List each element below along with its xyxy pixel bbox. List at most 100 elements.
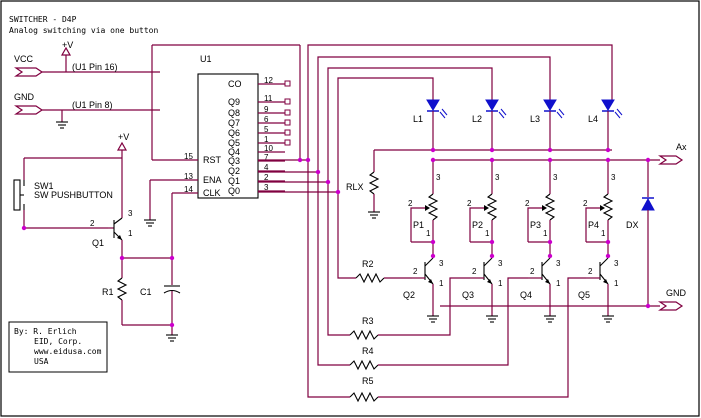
junction-dot <box>605 157 611 163</box>
q3-pin-b: 2 <box>472 267 477 276</box>
u1-out-q8: Q8 <box>228 108 240 118</box>
u1-in-clk: CLK <box>203 188 221 198</box>
q1-pin-b: 2 <box>90 219 95 228</box>
junction-dot <box>605 239 611 245</box>
pot-4-pin-top: 3 <box>611 173 616 182</box>
junction-dot <box>547 147 553 153</box>
q4-label: Q4 <box>520 290 532 300</box>
led-feed-wires <box>258 44 613 193</box>
q2-pin-c: 3 <box>439 259 444 268</box>
junction-dot <box>169 255 175 261</box>
q2-pin-e: 1 <box>439 279 444 288</box>
q3-pin-c: 3 <box>498 259 503 268</box>
junction-dot <box>297 157 303 163</box>
u1-pin-9: 9 <box>264 105 269 114</box>
r3-resistor: R3 <box>349 277 470 341</box>
junction-dot <box>430 239 436 245</box>
junction-dot <box>305 157 311 163</box>
vcc-vplus-label: +V <box>62 40 73 50</box>
q5-pin-c: 3 <box>614 259 619 268</box>
credits-website: www.eidusa.com <box>34 347 102 356</box>
pot-1-pin-top: 3 <box>436 173 441 182</box>
u1-out-q2: Q2 <box>228 166 240 176</box>
junction-dot <box>547 253 553 259</box>
r1-label: R1 <box>102 287 114 297</box>
led-l3: L3 <box>530 99 565 150</box>
gnd-out-label: GND <box>666 288 687 298</box>
u1-out-q3: Q3 <box>228 156 240 166</box>
q4-pin-e: 1 <box>556 279 561 288</box>
junction-dot <box>645 303 651 309</box>
q5-pin-e: 1 <box>614 279 619 288</box>
credits-company: EID, Corp. <box>34 337 82 346</box>
u1-pin-3: 3 <box>264 183 269 192</box>
diagram-title: SWITCHER - D4P <box>9 15 77 24</box>
u1-out-q5: Q5 <box>228 138 240 148</box>
junction-dot <box>645 157 651 163</box>
junction-dot <box>605 147 611 153</box>
gnd-label: GND <box>14 92 35 102</box>
pot-4-label: P4 <box>588 220 599 230</box>
pot-3-label: P3 <box>530 220 541 230</box>
u1-pin-4: 4 <box>264 163 269 172</box>
q5-label: Q5 <box>578 290 590 300</box>
ax-output: Ax <box>658 142 687 165</box>
rlx-label: RLX <box>346 182 364 192</box>
junction-dot <box>430 253 436 259</box>
r1-resistor: R1 <box>102 277 128 325</box>
u1-pin-7: 7 <box>264 153 269 162</box>
u1-pin-14: 14 <box>184 185 193 194</box>
led-3-label: L3 <box>530 114 540 124</box>
u1-out-q6: Q6 <box>228 128 240 138</box>
rlx-resistor: RLX <box>346 150 380 219</box>
led-2-label: L2 <box>472 114 482 124</box>
junction-dot <box>547 157 553 163</box>
pot-2-pin-wiper: 2 <box>467 199 472 208</box>
q1-vplus: +V <box>116 132 129 218</box>
pot-1-label: P1 <box>413 220 424 230</box>
transistor-q3: 2 3 1Q3 <box>462 256 503 323</box>
junction-dot <box>605 253 611 259</box>
u1-out-q7: Q7 <box>228 118 240 128</box>
q1-pin-c: 3 <box>128 209 133 218</box>
pot-2-pin-top: 3 <box>495 173 500 182</box>
u1-pin-15: 15 <box>184 152 193 161</box>
u1-pin-2: 2 <box>264 173 269 182</box>
u1-pin-1: 1 <box>264 135 269 144</box>
junction-dots <box>21 147 651 328</box>
u1-out-q1: Q1 <box>228 176 240 186</box>
junction-dot <box>430 157 436 163</box>
r2-label: R2 <box>362 259 374 269</box>
pot-1-pin-wiper: 2 <box>408 199 413 208</box>
vcc-supply: VCC +V (U1 Pin 16) <box>14 40 160 77</box>
led-l4: L4 <box>588 99 623 150</box>
dx-label: DX <box>626 220 639 230</box>
pot-3-pin-wiper: 2 <box>525 199 530 208</box>
q3-pin-e: 1 <box>498 279 503 288</box>
pot-2-pin-bottom: 1 <box>485 229 490 238</box>
junction-dot <box>325 179 331 185</box>
u1-out-co: CO <box>228 79 242 89</box>
c1-label: C1 <box>140 287 152 297</box>
r2-resistor: R2 <box>355 259 412 284</box>
u1-pin-12: 12 <box>264 76 273 85</box>
pot-3-pin-bottom: 1 <box>543 229 548 238</box>
junction-dot <box>169 322 175 328</box>
junction-dot <box>547 239 553 245</box>
q1-label: Q1 <box>92 238 104 248</box>
u1-pin-13: 13 <box>184 172 193 181</box>
junction-dot <box>430 147 436 153</box>
r4-label: R4 <box>362 346 374 356</box>
q4-pin-c: 3 <box>556 259 561 268</box>
vcc-label: VCC <box>14 54 34 64</box>
junction-dot <box>489 157 495 163</box>
u1-in-ena: ENA <box>203 175 222 185</box>
q3-label: Q3 <box>462 290 474 300</box>
